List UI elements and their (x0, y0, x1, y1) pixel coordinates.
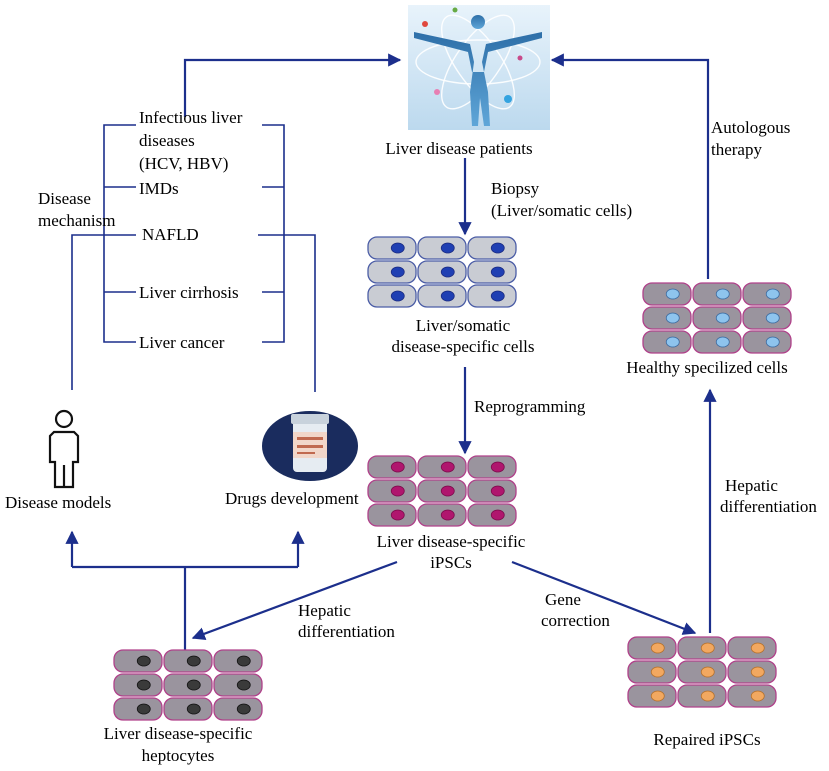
cell-nucleus (700, 666, 715, 678)
autologous-arrow (550, 53, 710, 279)
gene-correction-arrow (511, 560, 697, 635)
disease-item-infectious-3: (HCV, HBV) (139, 154, 229, 173)
disease-models-label: Disease models (5, 493, 112, 512)
repaired-ipscs-grid (627, 636, 777, 708)
cell-nucleus (440, 461, 455, 473)
somatic-cells-sublabel: disease-specific cells (391, 337, 535, 356)
healthy-cells-label: Healthy specilized cells (626, 358, 788, 377)
cell-nucleus (490, 290, 505, 302)
autologous-label: Autologous (711, 118, 791, 137)
disease-item-infectious-2: diseases (139, 131, 195, 150)
cell-nucleus (390, 485, 405, 497)
cell-nucleus (765, 336, 780, 348)
cell-nucleus (440, 290, 455, 302)
cell-nucleus (665, 288, 680, 300)
cell-nucleus (136, 655, 151, 667)
cell-nucleus (490, 509, 505, 521)
cell-nucleus (236, 703, 251, 715)
person-outline-icon (48, 409, 80, 489)
biopsy-label: Biopsy (491, 179, 540, 198)
cell-nucleus (440, 509, 455, 521)
somatic-cells-grid (367, 236, 517, 308)
cell-nucleus (440, 266, 455, 278)
cell-nucleus (765, 288, 780, 300)
arrows (65, 53, 717, 650)
cell-nucleus (440, 242, 455, 254)
disease-item-cirrhosis: Liver cirrhosis (139, 283, 239, 302)
ipscs-grid (367, 455, 517, 527)
cell-nucleus (490, 461, 505, 473)
disease-mechanism-label: Disease (38, 189, 91, 208)
healthy-cells-grid (642, 282, 792, 354)
repaired-ipscs-label: Repaired iPSCs (653, 730, 761, 749)
autologous-sublabel: therapy (711, 140, 762, 159)
cell-nucleus (665, 336, 680, 348)
biopsy-sublabel: (Liver/somatic cells) (491, 201, 633, 220)
cell-nucleus (490, 485, 505, 497)
cell-nucleus (650, 666, 665, 678)
ipscs-sublabel: iPSCs (430, 553, 472, 572)
hepatic-right-sublabel: differentiation (720, 497, 817, 516)
cell-nucleus (236, 655, 251, 667)
cell-nucleus (440, 485, 455, 497)
cell-nucleus (715, 288, 730, 300)
cell-nucleus (390, 242, 405, 254)
cell-nucleus (186, 655, 201, 667)
human-body-figure-icon (408, 5, 550, 130)
cell-grids (113, 236, 792, 721)
hepatic-left-sublabel: differentiation (298, 622, 395, 641)
cell-nucleus (390, 266, 405, 278)
heptocytes-label: Liver disease-specific (103, 724, 253, 743)
cell-nucleus (390, 290, 405, 302)
cell-nucleus (186, 703, 201, 715)
cell-nucleus (390, 461, 405, 473)
cell-nucleus (490, 266, 505, 278)
medicine-bottle-icon (262, 411, 358, 481)
cell-nucleus (750, 642, 765, 654)
gene-correction-label: Gene (545, 590, 581, 609)
disease-mechanism-sublabel: mechanism (38, 211, 116, 230)
cell-nucleus (650, 690, 665, 702)
cell-nucleus (765, 312, 780, 324)
cell-nucleus (136, 679, 151, 691)
mechanism-to-patients-arrow (183, 53, 402, 117)
cell-nucleus (490, 242, 505, 254)
hepatocytes-split-line (72, 565, 298, 650)
heptocytes-sublabel: heptocytes (141, 746, 215, 765)
cell-nucleus (650, 642, 665, 654)
liver-disease-patients-label: Liver disease patients (385, 139, 533, 158)
disease-item-imds: IMDs (139, 179, 179, 198)
cell-nucleus (186, 679, 201, 691)
cell-nucleus (390, 509, 405, 521)
cell-nucleus (700, 690, 715, 702)
cell-nucleus (715, 312, 730, 324)
somatic-cells-label: Liver/somatic (415, 316, 511, 335)
cell-nucleus (750, 666, 765, 678)
cell-nucleus (750, 690, 765, 702)
disease-item-nafld: NAFLD (142, 225, 199, 244)
cell-nucleus (700, 642, 715, 654)
hepatic-left-arrow (191, 560, 398, 641)
cell-nucleus (715, 336, 730, 348)
disease-item-infectious: Infectious liver (139, 108, 243, 127)
hepatocytes-grid (113, 649, 263, 721)
hepatic-left-label: Hepatic (298, 601, 351, 620)
disease-bracket (71, 124, 316, 392)
hepatic-right-label: Hepatic (725, 476, 778, 495)
cell-nucleus (136, 703, 151, 715)
drugs-development-label: Drugs development (225, 489, 359, 508)
cell-nucleus (665, 312, 680, 324)
cell-nucleus (236, 679, 251, 691)
ipscs-label: Liver disease-specific (376, 532, 526, 551)
gene-correction-sublabel: correction (541, 611, 610, 630)
reprogramming-label: Reprogramming (474, 397, 586, 416)
disease-item-cancer: Liver cancer (139, 333, 225, 352)
